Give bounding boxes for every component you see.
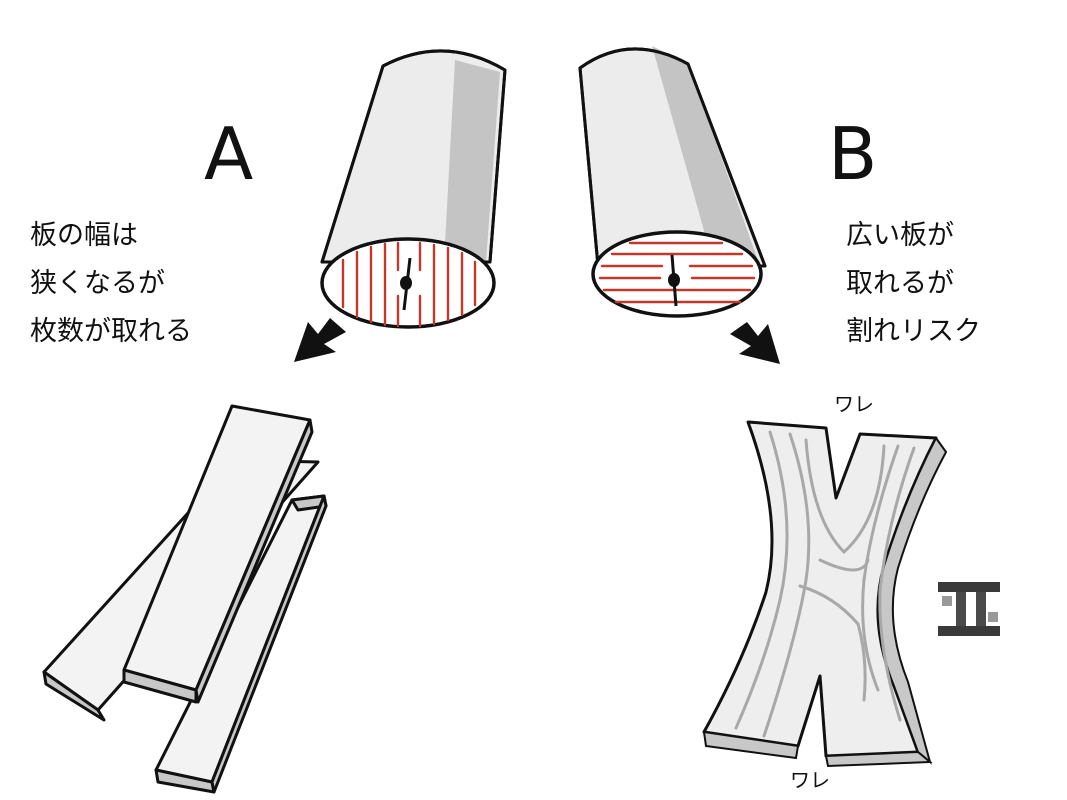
option-b-label: B <box>828 112 878 196</box>
arrow-icon <box>730 322 780 364</box>
option-a-label: A <box>204 112 254 196</box>
note-line: 広い板が <box>846 220 954 251</box>
note-line: 狭くなるが <box>30 268 165 299</box>
board-b-grain <box>734 430 916 738</box>
note-line: 板の幅は <box>30 220 138 251</box>
log-a-grain-lines <box>341 241 477 328</box>
boards-a <box>42 404 328 794</box>
note-line: 枚数が取れる <box>30 316 192 347</box>
log-b-grain-lines <box>598 241 756 304</box>
log-a <box>320 49 507 329</box>
crack-label-top: ワレ <box>834 392 874 416</box>
arrow-icon <box>294 318 346 362</box>
option-b-note: 広い板が 取れるが 割れリスク <box>846 212 981 356</box>
note-line: 取れるが <box>846 268 954 299</box>
crack-label-bottom: ワレ <box>790 768 830 792</box>
note-line: 割れリスク <box>846 316 981 347</box>
option-a-note: 板の幅は 狭くなるが 枚数が取れる <box>30 212 192 356</box>
watermark-icon <box>938 582 1000 636</box>
board-b <box>702 420 948 768</box>
log-b <box>578 46 767 318</box>
